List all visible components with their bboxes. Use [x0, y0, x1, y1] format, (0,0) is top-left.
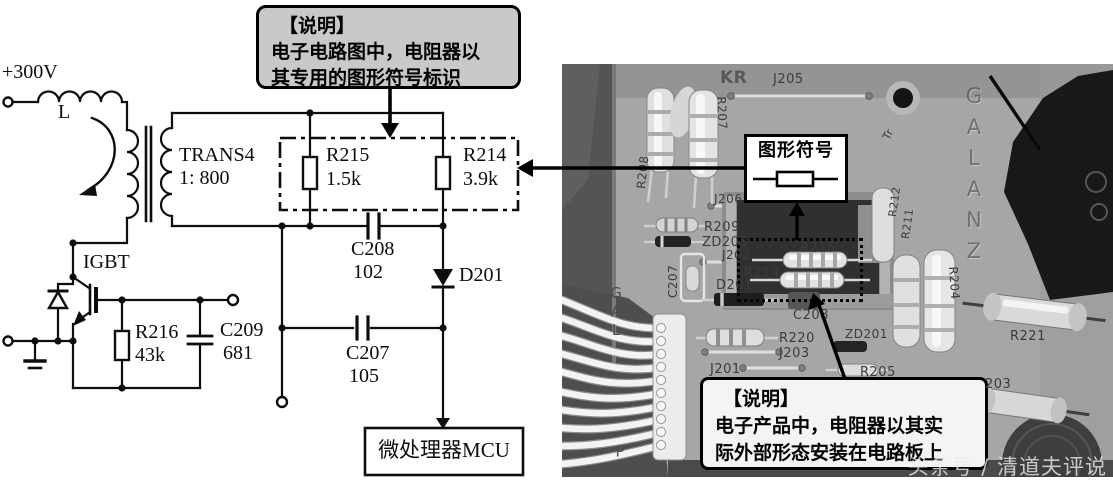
silkscreen-r204: R204 — [946, 266, 963, 301]
down-arrow-icon — [436, 418, 450, 429]
supply-label: +300V — [2, 61, 58, 83]
silkscreen-r205: R205 — [860, 365, 896, 380]
silkscreen-r220: R220 — [779, 331, 815, 346]
r216-ref: R216 — [135, 321, 179, 343]
diode-symbol-d201 — [433, 269, 453, 286]
callout-bottom-line1: 电子产品中，电阻器以其实 — [715, 416, 944, 437]
callout-bottom-title: 【说明】 — [723, 389, 800, 410]
cable-connector — [652, 313, 687, 461]
mcu-label: 微处理器MCU — [378, 438, 510, 462]
resistor-symbol-icon — [753, 170, 838, 188]
pcb-diode-zd203 — [644, 236, 704, 247]
pcb-highlight-dotted-box — [737, 238, 863, 302]
callout-schematic-note: 【说明】 电子电路图中，电阻器以 其专用的图形符号标识 — [256, 5, 521, 89]
photo-background-surface — [562, 64, 610, 477]
c207-value: 105 — [349, 365, 379, 387]
brand-embossed-text: GALANZ — [962, 84, 986, 270]
callout-top-title: 【说明】 — [279, 16, 356, 37]
pcb-resistor-r208 — [646, 87, 675, 203]
silkscreen-r203: 203 — [985, 377, 1012, 392]
silkscreen-r215: R215 — [800, 241, 836, 256]
inductor-arc-arrow-icon — [79, 184, 97, 196]
igbt-label: IGBT — [83, 251, 130, 273]
silkscreen-r207: R207 — [714, 96, 730, 130]
igbt-emitter-arrow-icon — [73, 311, 86, 326]
r214-value: 3.9k — [463, 168, 498, 190]
callout-pcb-note: 【说明】 电子产品中，电阻器以其实 际外部形态安装在电路板上 — [700, 377, 988, 470]
silkscreen-c208: C208 — [793, 308, 829, 323]
graphic-symbol-label: 图形符号 — [758, 140, 834, 160]
c208-value: 102 — [353, 261, 383, 283]
silkscreen-j203: J203 — [779, 346, 810, 361]
resistor-symbol-r216 — [113, 329, 131, 362]
callout-top-line1: 电子电路图中，电阻器以 — [271, 42, 481, 63]
silkscreen-zd203: ZD203 — [702, 235, 749, 250]
d201-ref: D201 — [459, 264, 504, 286]
silkscreen-c207: C207 — [666, 264, 680, 298]
callout-graphic-symbol: 图形符号 — [744, 134, 848, 203]
pcb-relay — [988, 70, 1113, 300]
silkscreen-j205: J205 — [773, 72, 804, 87]
pcb-diode-zd201 — [833, 341, 867, 352]
c209-value: 681 — [223, 342, 253, 364]
silkscreen-zd201: ZD201 — [845, 327, 888, 341]
silkscreen-kr: KR — [720, 68, 748, 88]
r214-ref: R214 — [463, 144, 507, 166]
callout-down-arrow-icon — [381, 123, 399, 138]
turns-ratio: 1: 800 — [179, 167, 230, 189]
resistor-symbol-r215 — [301, 155, 319, 191]
pcb-resistor-r220 — [696, 328, 778, 347]
silkscreen-d201: D201 — [716, 278, 753, 293]
silkscreen-gal: GAL — [607, 284, 625, 340]
pcb-resistor-r209 — [644, 217, 706, 233]
inductor-label: L — [58, 101, 71, 123]
r215-value: 1.5k — [326, 168, 361, 190]
resistor-symbol-r214 — [434, 155, 452, 191]
pcb-resistor-r204-body — [923, 249, 956, 353]
r216-value: 43k — [135, 344, 165, 366]
silkscreen-gp: -P — [611, 424, 629, 461]
c207-ref: C207 — [346, 342, 390, 364]
pcb-resistor-r205-body — [892, 254, 921, 348]
left-arrow-icon — [517, 159, 533, 177]
silkscreen-r214: R214 — [744, 266, 780, 281]
r215-ref: R215 — [326, 144, 370, 166]
silkscreen-j206: J206 — [714, 192, 743, 206]
silkscreen-j202: J202 — [722, 248, 751, 262]
diode-symbol-igbt — [46, 289, 70, 310]
silkscreen-r221: R221 — [1010, 329, 1046, 344]
transformer-name: TRANS4 — [179, 144, 255, 166]
callout-bottom-line2: 际外部形态安装在电路板上 — [715, 443, 944, 464]
callout-top-line2: 其专用的图形符号标识 — [271, 68, 462, 89]
silkscreen-r209: R209 — [704, 220, 740, 235]
c208-ref: C208 — [351, 238, 395, 260]
pcb-capacitor-c207 — [679, 252, 706, 303]
c209-ref: C209 — [220, 319, 264, 341]
watermark: 头条号 / 清道夫评说 — [907, 455, 1107, 479]
pcb-resistor-r221 — [962, 292, 1106, 332]
silkscreen-j201: J201 — [710, 362, 741, 377]
